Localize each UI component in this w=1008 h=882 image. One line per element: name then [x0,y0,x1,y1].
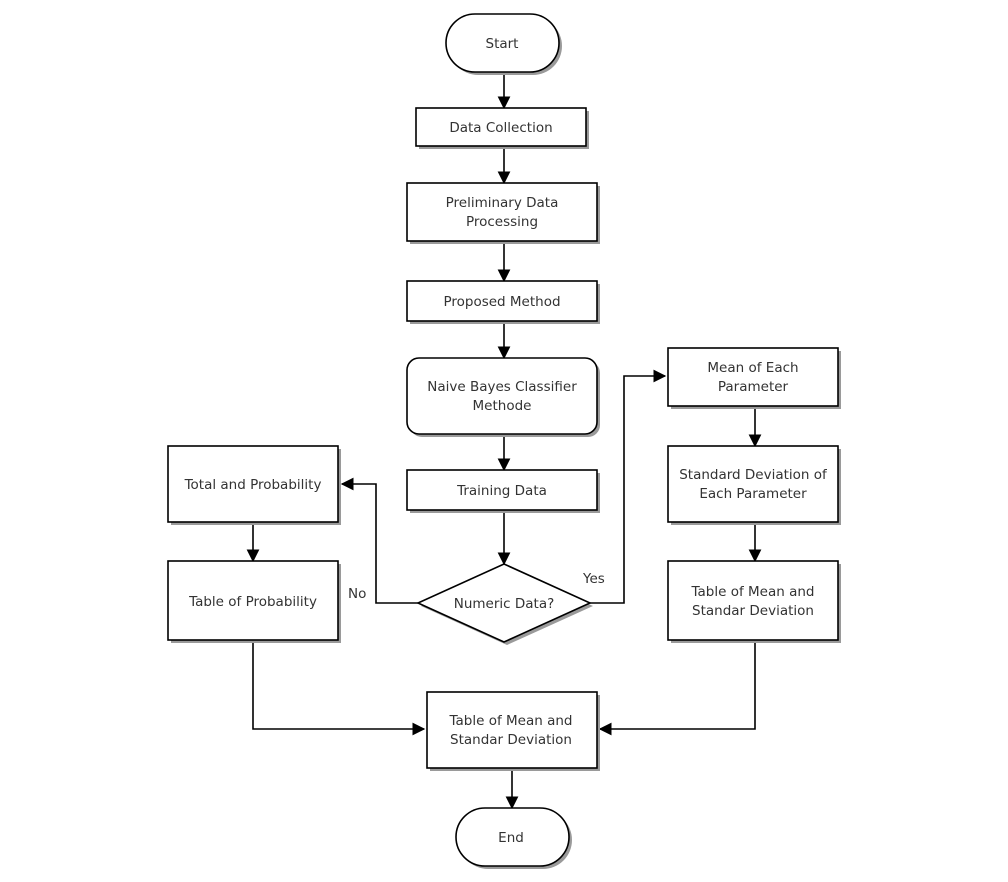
node-start-label: Start [486,36,519,52]
node-std-parameter-label-2: Each Parameter [699,486,807,502]
node-mean-parameter-label-1: Mean of Each [707,360,798,376]
node-preliminary-processing[interactable]: Preliminary Data Processing [406,182,600,244]
node-end-label: End [498,830,524,846]
node-start[interactable]: Start [445,13,562,75]
node-mean-parameter-label-2: Parameter [718,379,789,395]
node-data-collection-label: Data Collection [449,120,552,136]
node-table-mean-std-label-1: Table of Mean and [691,584,815,600]
node-naive-bayes[interactable]: Naive Bayes Classifier Methode [406,357,600,437]
edge-label-yes: Yes [582,571,605,587]
node-decision-numeric[interactable]: Numeric Data? [416,563,593,645]
node-proposed-method[interactable]: Proposed Method [406,280,600,324]
node-end[interactable]: End [455,807,572,869]
edges [246,72,762,810]
node-table-probability[interactable]: Table of Probability [167,560,341,643]
node-preliminary-label-1: Preliminary Data [446,195,559,211]
edge-table-prob-to-final [252,640,426,736]
node-table-mean-std-label-2: Standar Deviation [692,603,814,619]
node-proposed-method-label: Proposed Method [443,294,560,310]
node-training-data[interactable]: Training Data [406,469,600,513]
node-std-parameter[interactable]: Standard Deviation of Each Parameter [667,445,841,525]
nodes: Start Data Collection Preliminary Data P… [167,13,841,869]
node-naive-bayes-label-2: Methode [473,398,532,414]
node-table-mean-std[interactable]: Table of Mean and Standar Deviation [667,560,841,643]
node-training-data-label: Training Data [456,483,547,499]
edge-decision-yes [590,369,667,604]
node-decision-label: Numeric Data? [454,596,555,612]
node-mean-parameter[interactable]: Mean of Each Parameter [667,347,841,409]
node-preliminary-label-2: Processing [466,214,538,230]
node-table-final[interactable]: Table of Mean and Standar Deviation [426,691,600,771]
node-table-final-label-1: Table of Mean and [449,713,573,729]
edge-table-mean-std-to-final [598,640,756,736]
node-data-collection[interactable]: Data Collection [415,107,589,149]
edge-decision-no [340,477,418,604]
node-std-parameter-label-1: Standard Deviation of [679,467,828,483]
node-total-probability-label: Total and Probability [184,477,322,493]
node-table-probability-label: Table of Probability [188,594,317,610]
edge-label-no: No [348,586,366,602]
node-total-probability[interactable]: Total and Probability [167,445,341,525]
node-table-final-label-2: Standar Deviation [450,732,572,748]
node-naive-bayes-label-1: Naive Bayes Classifier [427,379,577,395]
